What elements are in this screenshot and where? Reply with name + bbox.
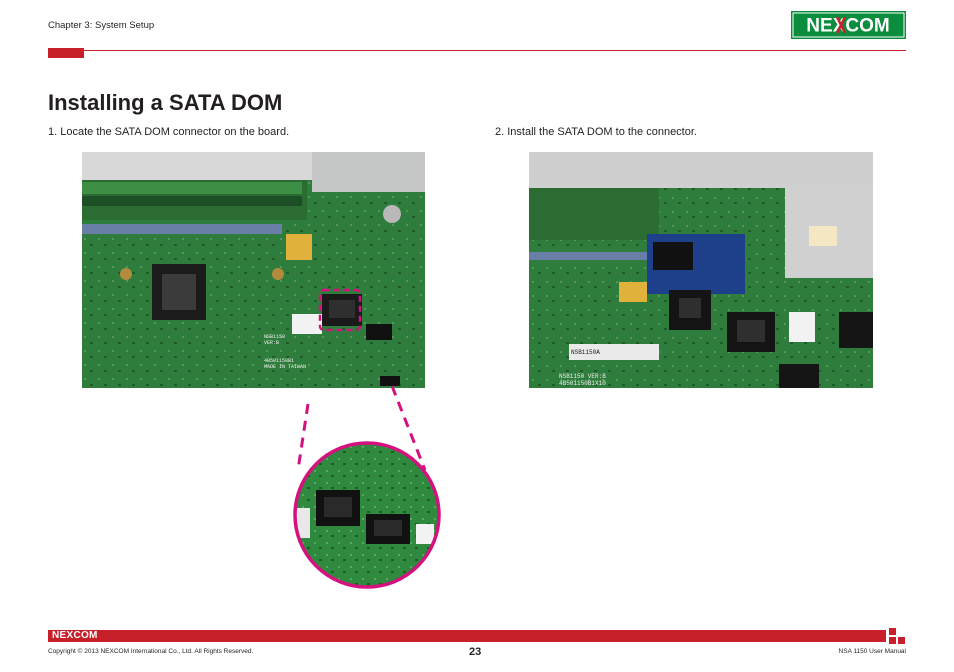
svg-text:NSB1150: NSB1150 — [264, 334, 285, 340]
page-number: 23 — [469, 646, 482, 658]
footer-logo: NEXCOM — [52, 630, 98, 641]
zoom-circle-outline — [293, 441, 441, 589]
board-photo-connector: NSB1150 VER:B 4B501150B1 MADE IN TAIWAN — [82, 152, 425, 388]
step-1-text: 1. Locate the SATA DOM connector on the … — [48, 126, 290, 138]
svg-text:4B501150B1: 4B501150B1 — [264, 358, 294, 364]
svg-text:NSB1150A: NSB1150A — [571, 349, 600, 356]
page-title: Installing a SATA DOM — [48, 90, 283, 115]
svg-text:MADE IN TAIWAN: MADE IN TAIWAN — [264, 364, 306, 370]
footer-squares-icon — [889, 628, 905, 644]
step-2-text: 2. Install the SATA DOM to the connector… — [495, 126, 697, 138]
svg-text:VER:B: VER:B — [264, 340, 279, 346]
zoom-detail-image — [295, 443, 439, 587]
header-divider — [48, 50, 906, 51]
board-photo-installed: NSB1150A NSB1150 VER:B 4B501150B1X10 — [529, 152, 873, 388]
svg-text:NEXCOM: NEXCOM — [806, 16, 889, 37]
header-accent-block — [48, 48, 84, 58]
copyright-text: Copyright © 2013 NEXCOM International Co… — [48, 648, 254, 655]
nexcom-logo: NEXCOM — [791, 11, 906, 39]
svg-text:NSB1150 VER:B: NSB1150 VER:B — [559, 373, 606, 380]
manual-name: NSA 1150 User Manual — [838, 648, 906, 655]
footer-bar — [48, 630, 886, 642]
svg-text:4B501150B1X10: 4B501150B1X10 — [559, 380, 606, 387]
chapter-title: Chapter 3: System Setup — [48, 20, 155, 31]
